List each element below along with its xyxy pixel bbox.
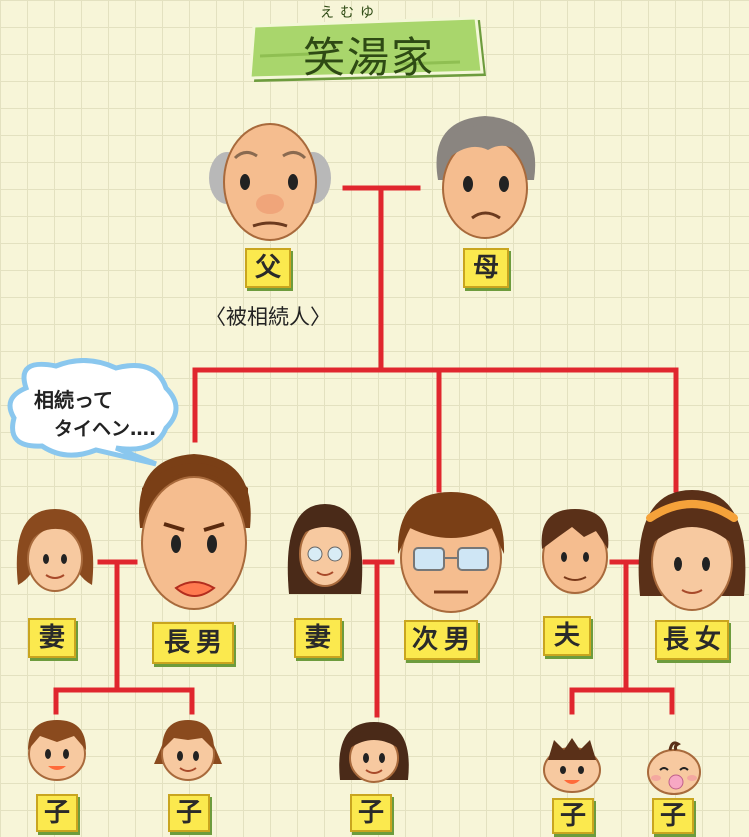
- label-father: 父: [245, 248, 291, 288]
- decedent-note: 〈被相続人〉: [205, 305, 331, 329]
- eldest-daughter-husband-face-icon: [541, 509, 609, 594]
- label-eldest-son: 長男: [152, 622, 234, 664]
- eldest-daughter-face-icon: [638, 490, 746, 611]
- eldest-son-face-icon: [139, 454, 251, 610]
- label-grandchild-4: 子: [552, 798, 594, 834]
- label-grandchild-2: 子: [168, 794, 210, 832]
- label-second-son-wife: 妻: [294, 618, 342, 658]
- label-eldest-daughter-husband: 夫: [543, 616, 591, 656]
- label-eldest-son-wife: 妻: [28, 618, 76, 658]
- label-grandchild-1: 子: [36, 794, 78, 832]
- father-face-icon: [209, 123, 331, 241]
- label-eldest-daughter: 長女: [655, 620, 729, 660]
- label-grandchild-5: 子: [652, 798, 694, 834]
- eldest-son-wife-face-icon: [16, 509, 94, 592]
- grandchild-2-face-icon: [154, 720, 222, 781]
- speech-bubble-line2: タイヘン….: [54, 418, 157, 440]
- label-mother: 母: [463, 248, 509, 288]
- grandchild-5-baby-face-icon: [647, 741, 701, 795]
- grandchild-3-face-icon: [339, 722, 409, 783]
- second-son-face-icon: [397, 492, 505, 613]
- title-banner: [250, 16, 486, 82]
- family-title: 笑湯家: [302, 33, 435, 82]
- label-grandchild-3: 子: [350, 794, 392, 832]
- grandchild-4-face-icon: [543, 738, 601, 793]
- title-ruby: えむゆ: [320, 5, 380, 21]
- mother-face-icon: [436, 116, 536, 239]
- speech-bubble-line1: 相続って: [34, 388, 113, 412]
- speech-bubble: [7, 358, 179, 467]
- second-son-wife-face-icon: [287, 504, 363, 594]
- label-second-son: 次男: [404, 620, 478, 660]
- grandchild-1-face-icon: [28, 720, 86, 781]
